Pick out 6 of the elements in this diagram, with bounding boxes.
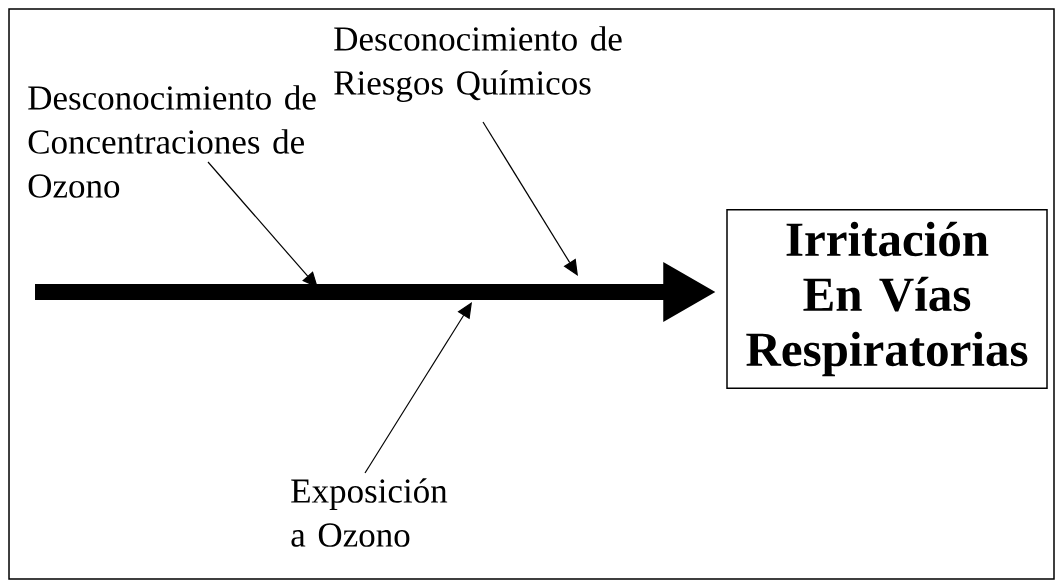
arrow [364, 302, 472, 474]
cause-label: Desconocimiento de Riesgos Químicos [334, 26, 622, 103]
arrow [482, 121, 578, 276]
effect-box: Irritación En Vías Respiratorias [726, 209, 1048, 389]
cause-label: Desconocimiento de Concentraciones de Ozono [28, 85, 316, 198]
cause-label: Exposición a Ozono [291, 478, 448, 547]
